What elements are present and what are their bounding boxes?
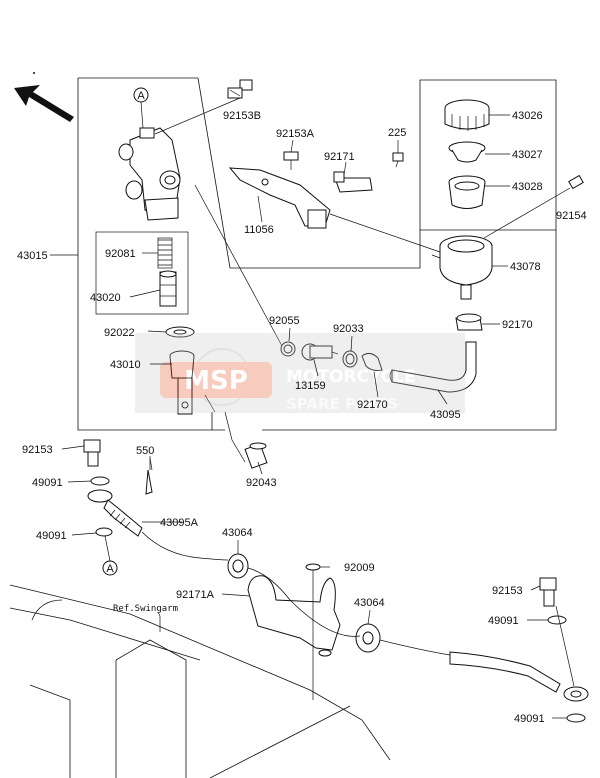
label-92009: 92009 — [344, 562, 375, 574]
callout-a-bottom: A — [102, 535, 118, 576]
bracket-11056 — [228, 167, 331, 229]
label-92171a: 92171A — [176, 589, 215, 601]
swingarm-outline — [9, 584, 391, 778]
label-49091-c: 49091 — [488, 615, 519, 627]
watermark-logo: MSP MOTORCYCLE SPARE PARTS — [135, 333, 465, 413]
o-ring-92055 — [194, 184, 296, 357]
push-rod-43010 — [169, 350, 216, 415]
clamp-92171a — [247, 575, 341, 657]
reservoir-cap-43026 — [444, 99, 490, 131]
spring-92081 — [95, 231, 189, 315]
label-92154: 92154 — [556, 210, 587, 222]
label-92153a: 92153A — [276, 128, 315, 140]
svg-text:MSP: MSP — [184, 366, 248, 396]
leader-lines — [50, 114, 575, 719]
label-43064-a: 43064 — [222, 527, 253, 539]
grommet-43064-b — [355, 623, 381, 653]
label-92033: 92033 — [333, 323, 364, 335]
label-92153b: 92153B — [223, 110, 261, 122]
diaphragm-43028 — [448, 175, 486, 209]
label-92153-right: 92153 — [492, 585, 523, 597]
label-43020: 43020 — [90, 292, 121, 304]
label-92055: 92055 — [269, 315, 300, 327]
hose-43095 — [389, 341, 477, 393]
label-225: 225 — [388, 127, 406, 139]
washer-49091-c — [547, 615, 567, 625]
cotter-pin-550 — [145, 457, 153, 495]
svg-text:SPARE PARTS: SPARE PARTS — [286, 395, 398, 413]
clip-92170-lower — [361, 352, 383, 371]
bolt-92153b — [227, 79, 253, 99]
front-direction-arrow-icon — [14, 72, 74, 122]
bolt-92153-left — [83, 439, 101, 467]
hose-43095a — [87, 489, 229, 561]
reservoir-43078 — [329, 213, 493, 300]
svg-text:A: A — [106, 563, 114, 575]
label-43027: 43027 — [512, 149, 543, 161]
label-49091-d: 49091 — [514, 713, 545, 725]
label-43095: 43095 — [430, 409, 461, 421]
brake-hose-rear — [247, 567, 589, 702]
label-43064-b: 43064 — [354, 597, 385, 609]
circlip-92033 — [342, 350, 358, 368]
washer-49091-b — [95, 527, 113, 537]
label-43095a: 43095A — [160, 517, 199, 529]
grommet-43064-a — [227, 553, 249, 579]
label-92170-upper: 92170 — [502, 319, 533, 331]
screw-92154 — [483, 174, 584, 239]
label-92043: 92043 — [246, 477, 277, 489]
bolt-92153-right — [539, 577, 557, 607]
svg-text:A: A — [137, 90, 145, 102]
label-49091-b: 49091 — [36, 530, 67, 542]
fitting-13159 — [301, 343, 339, 361]
label-92153-left: 92153 — [22, 444, 53, 456]
label-ref-swingarm: Ref.Swingarm — [113, 604, 178, 614]
label-43078: 43078 — [510, 261, 541, 273]
label-43026: 43026 — [512, 110, 543, 122]
washer-49091-a — [90, 476, 110, 486]
label-92171: 92171 — [324, 151, 355, 163]
washer-49091-d — [566, 713, 586, 723]
label-43010: 43010 — [110, 359, 141, 371]
screw-225 — [392, 152, 404, 168]
diaphragm-plate-43027 — [448, 141, 486, 163]
label-13159: 13159 — [295, 380, 326, 392]
label-49091-a: 49091 — [32, 477, 63, 489]
label-550: 550 — [136, 445, 154, 457]
clamp-92171 — [333, 171, 373, 193]
svg-text:MOTORCYCLE: MOTORCYCLE — [286, 367, 416, 387]
label-11056: 11056 — [244, 224, 274, 236]
master-cylinder-body — [118, 97, 241, 221]
label-43028: 43028 — [512, 181, 543, 193]
label-92170-lower: 92170 — [357, 399, 388, 411]
clip-92170-upper — [455, 313, 483, 331]
callout-a-top: A — [133, 87, 149, 129]
screw-92153a — [283, 151, 299, 170]
label-43015: 43015 — [17, 250, 48, 262]
piston-43020 — [159, 270, 177, 307]
label-92022: 92022 — [104, 327, 135, 339]
label-92081: 92081 — [105, 248, 136, 260]
assembly-frame — [77, 77, 557, 431]
pin-92043 — [224, 411, 268, 469]
part-number-labels: 92153B 92153A 225 92171 11056 43026 4302… — [17, 110, 587, 725]
